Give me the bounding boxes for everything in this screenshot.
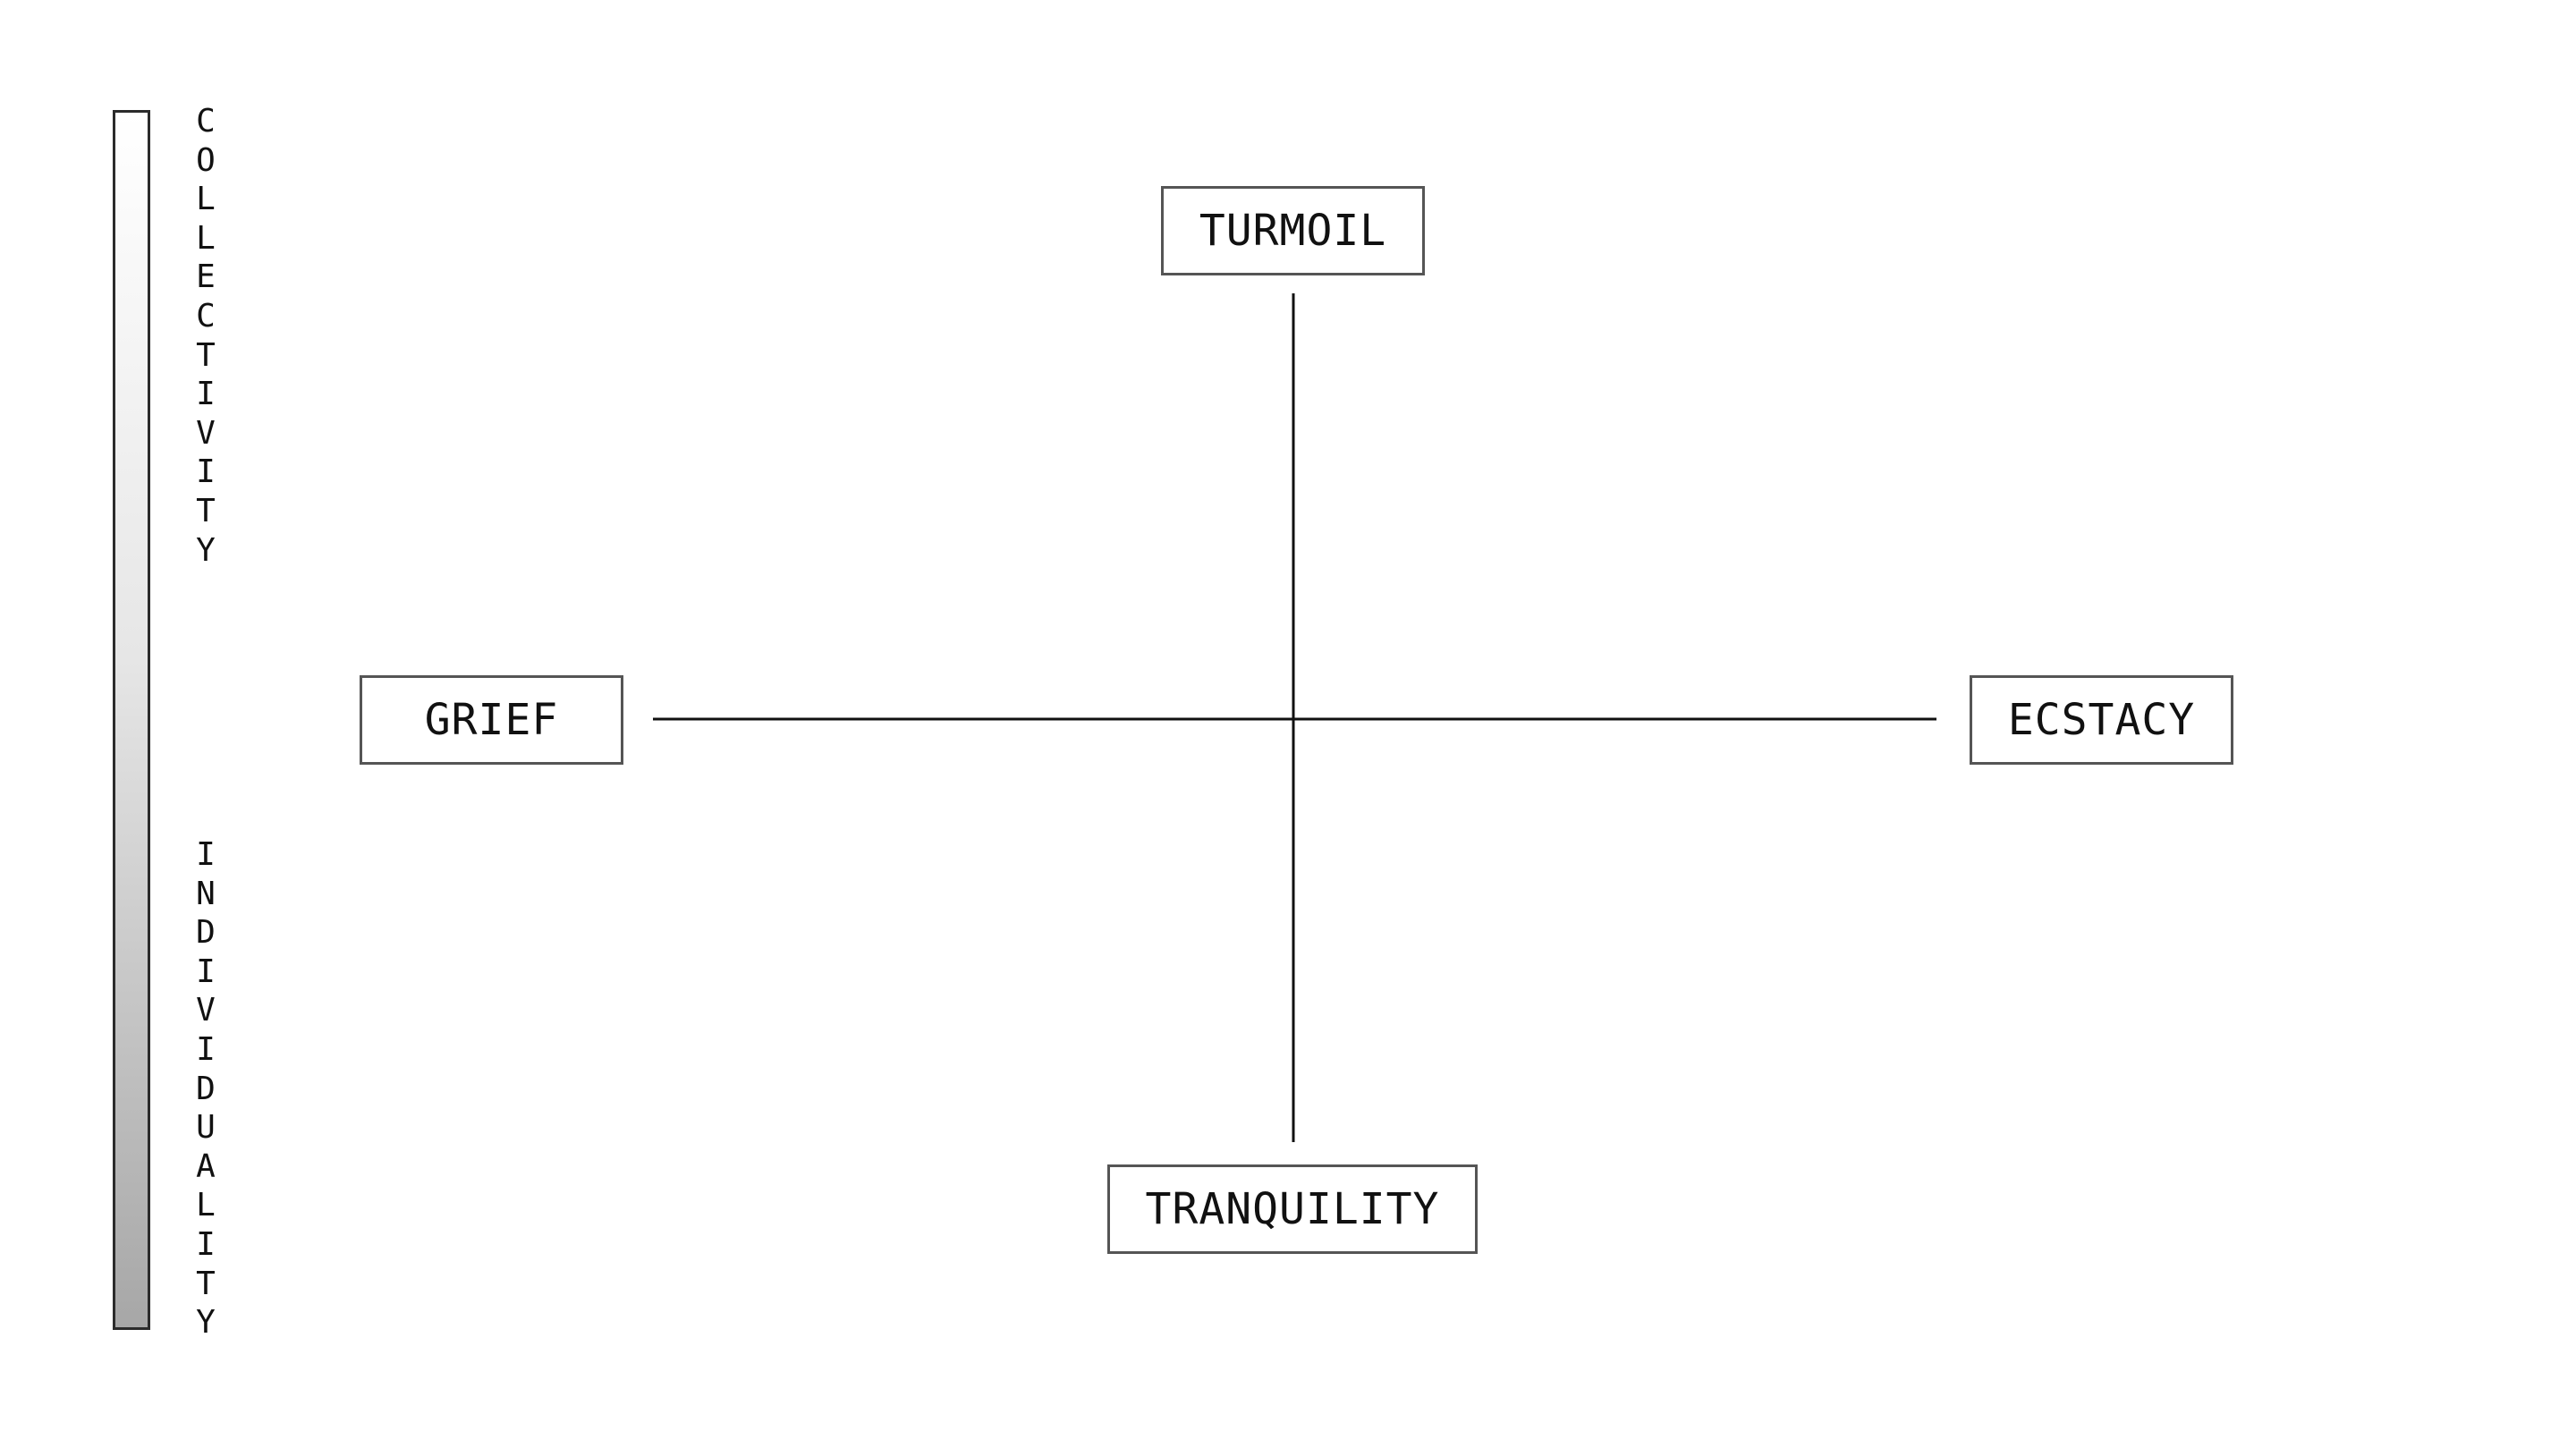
individuality-label: INDIVIDUALITY: [196, 836, 216, 1342]
collectivity-label: COLLECTIVITY: [196, 103, 216, 569]
tranquility-box: TRANQUILITY: [1107, 1164, 1478, 1254]
ecstacy-box: ECSTACY: [1970, 675, 2233, 765]
grief-box: GRIEF: [360, 675, 623, 765]
turmoil-box: TURMOIL: [1161, 186, 1425, 275]
gradient-scale-bar: [113, 110, 150, 1330]
